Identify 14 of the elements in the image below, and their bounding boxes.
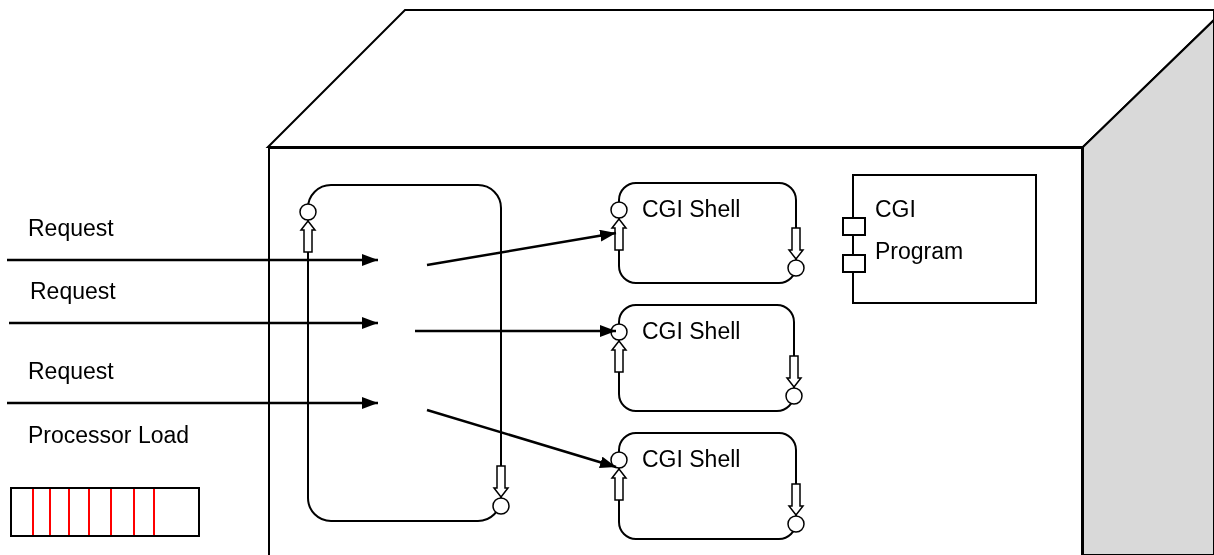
arrow — [426, 229, 617, 267]
shell-label: CGI Shell — [642, 196, 741, 222]
edge-label: Request — [28, 217, 114, 240]
arrow — [415, 325, 616, 337]
shell-label: CGI Shell — [642, 446, 741, 472]
arrow — [7, 254, 378, 266]
shell-label: CGI Shell — [642, 318, 741, 344]
meter-label: Processor Load — [28, 422, 190, 448]
arrow — [9, 317, 378, 329]
arrow — [426, 408, 617, 469]
arrow — [7, 397, 378, 409]
edge-label: Request — [30, 280, 116, 303]
edge-label: Request — [28, 360, 114, 383]
program-label: CGI Program — [875, 195, 965, 266]
